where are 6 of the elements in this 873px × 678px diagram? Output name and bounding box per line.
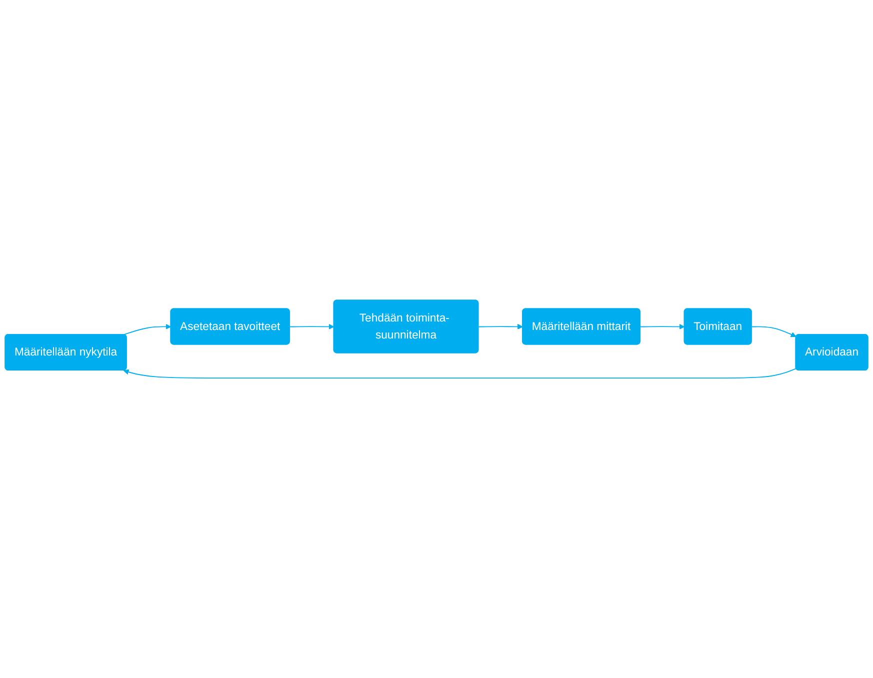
arrow	[123, 324, 172, 336]
arrow	[123, 368, 797, 378]
arrow	[289, 324, 334, 330]
arrow	[640, 324, 685, 330]
arrow	[751, 326, 796, 338]
arrow	[478, 324, 523, 330]
